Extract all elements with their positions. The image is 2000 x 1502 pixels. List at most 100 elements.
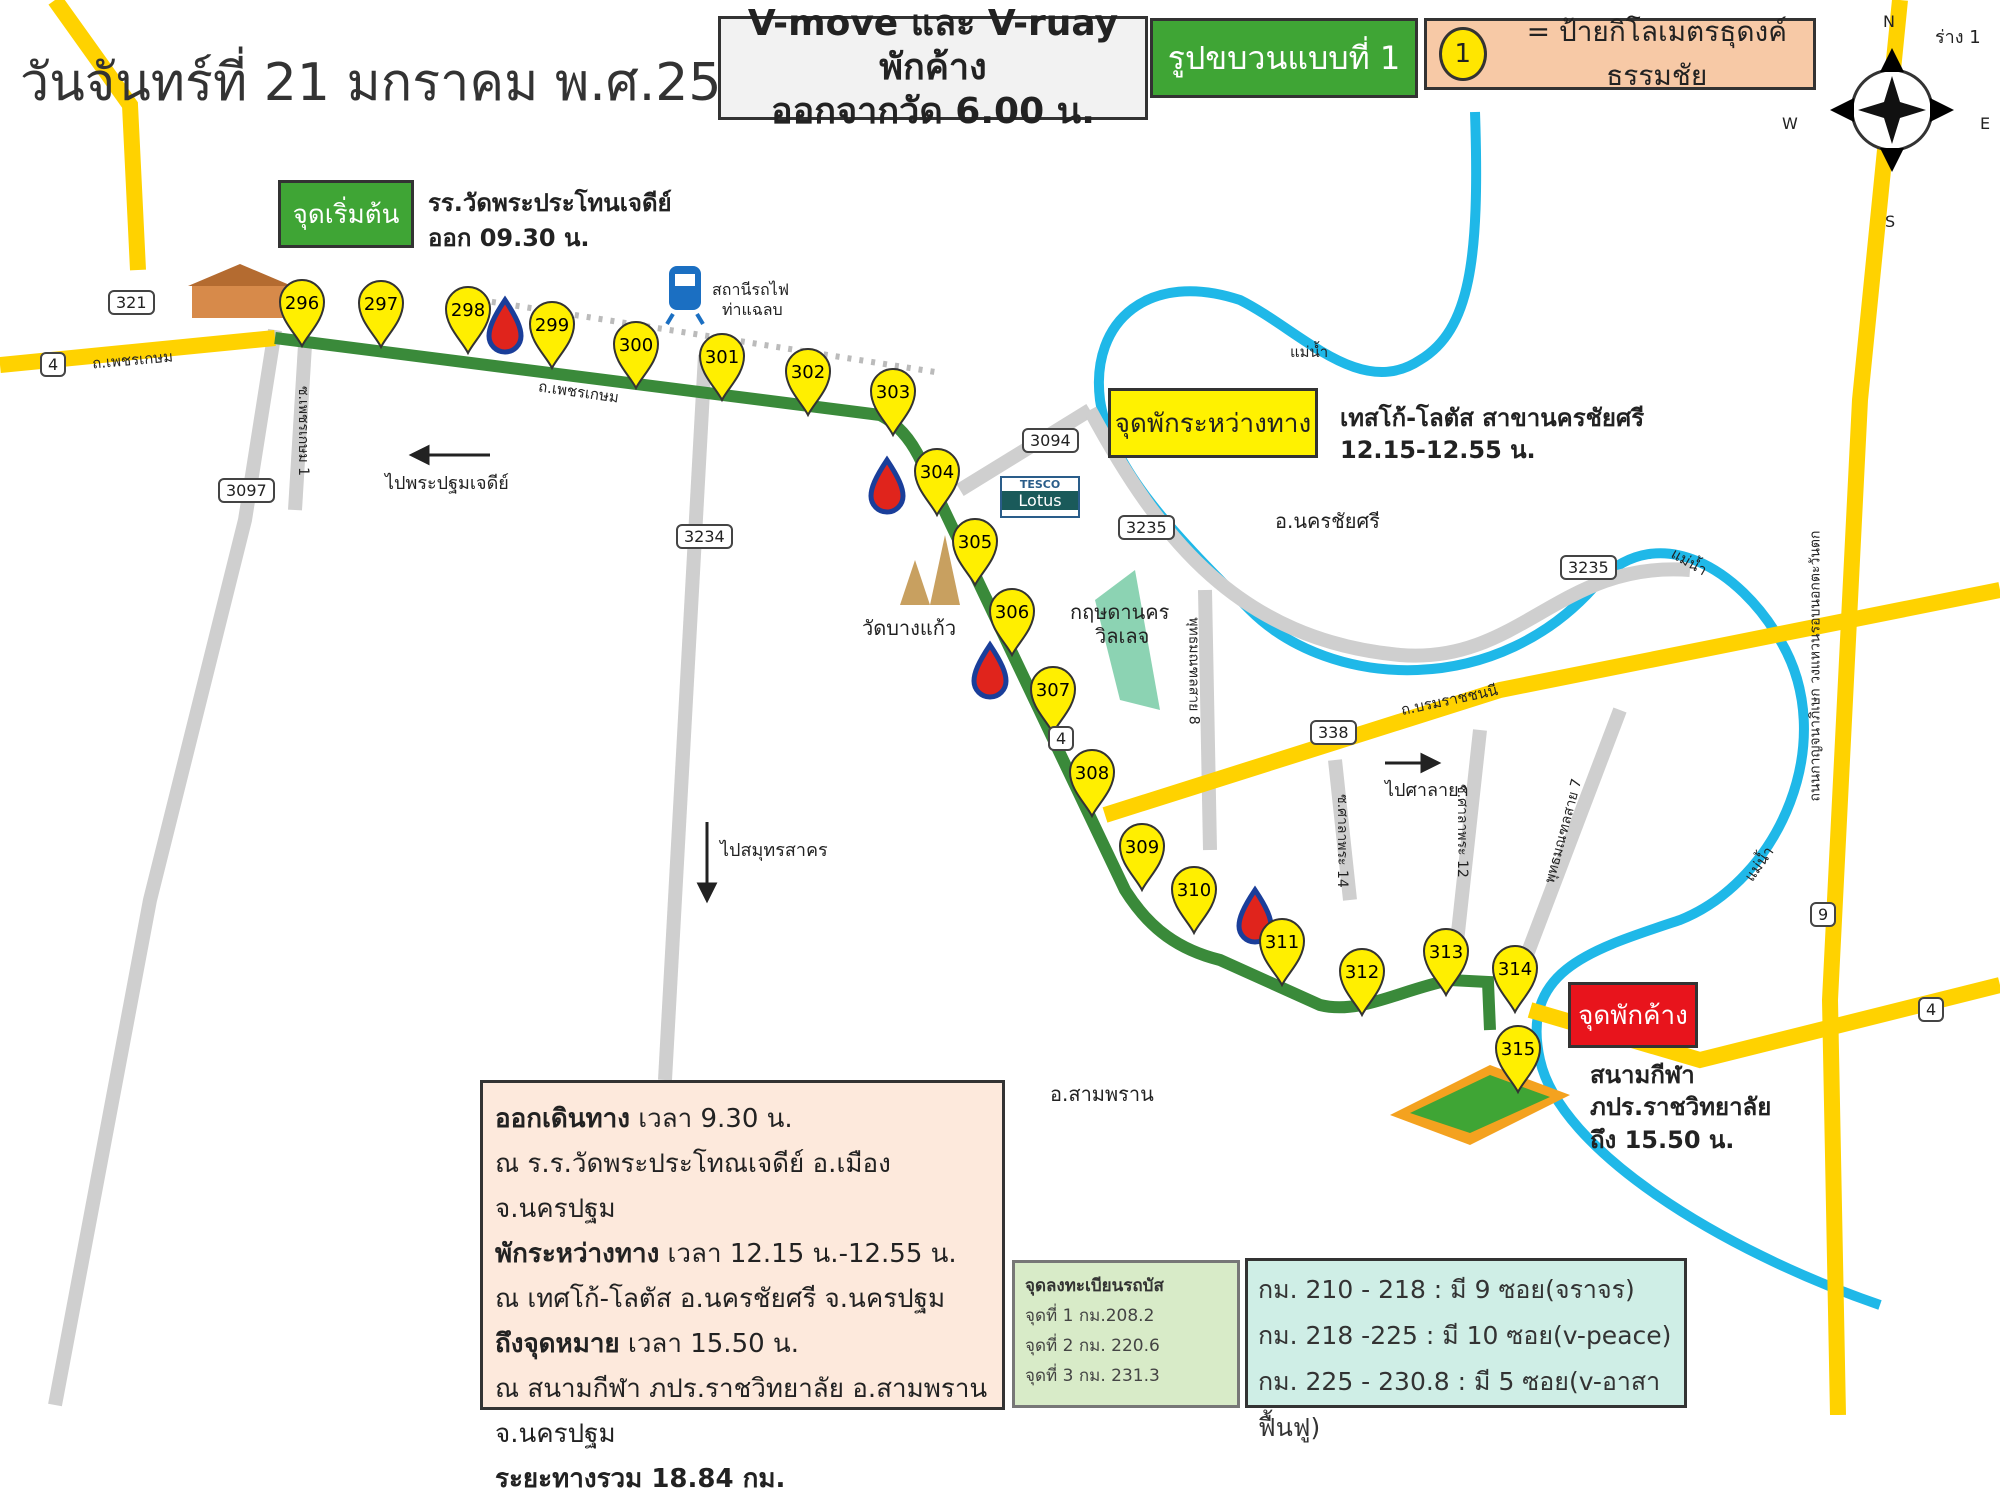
km-marker-label: 307 bbox=[1036, 680, 1070, 701]
gas-station-icon bbox=[868, 455, 906, 515]
km-marker: 305 bbox=[951, 518, 999, 588]
road-soi-phetkasem1 bbox=[288, 344, 312, 511]
km-marker-label: 311 bbox=[1265, 932, 1299, 953]
km-marker-label: 306 bbox=[995, 602, 1029, 623]
park-area bbox=[1095, 570, 1160, 710]
km-marker: 308 bbox=[1068, 749, 1116, 819]
road-3234 bbox=[658, 354, 712, 1081]
road-soi12 bbox=[1448, 729, 1487, 961]
info-rest-time: เวลา 12.15 น.-12.55 น. bbox=[659, 1239, 957, 1269]
km-marker-label: 310 bbox=[1177, 880, 1211, 901]
gas-station-icons bbox=[486, 295, 1274, 945]
railway-station-label: สถานีรถไฟ bbox=[712, 280, 790, 299]
km-marker-label: 303 bbox=[876, 382, 910, 403]
start-place: รร.วัดพระประโทนเจดีย์ bbox=[428, 189, 672, 217]
km-marker-label: 309 bbox=[1125, 837, 1159, 858]
road-soi14 bbox=[1328, 759, 1357, 901]
km-marker: 296 bbox=[278, 279, 326, 349]
km-marker-label: 300 bbox=[619, 335, 653, 356]
walking-route bbox=[274, 332, 1496, 1031]
direction-label: ไปสมุทรสาคร bbox=[720, 840, 828, 861]
info-depart-time: เวลา 9.30 น. bbox=[629, 1104, 793, 1134]
km-marker: 302 bbox=[784, 348, 832, 418]
info-total-distance: ระยะทางรวม 18.84 กม. bbox=[495, 1464, 786, 1494]
info-arrive-label: ถึงจุดหมาย bbox=[495, 1329, 620, 1359]
soi-row: กม. 225 - 230.8 : มี 5 ซอย(v-อาสาฟื้นฟู) bbox=[1258, 1367, 1661, 1442]
info-depart-place: ณ ร.ร.วัดพระประโทณเจดีย์ อ.เมือง จ.นครปฐ… bbox=[495, 1149, 891, 1224]
marker-legend-icon: 1 bbox=[1439, 27, 1487, 81]
km-marker: 313 bbox=[1422, 928, 1470, 998]
km-marker-label: 305 bbox=[958, 532, 992, 553]
info-rest-label: พักระหว่างทาง bbox=[495, 1239, 660, 1269]
school-icon bbox=[188, 264, 292, 318]
direction-label: ไปพระปฐมเจดีย์ bbox=[385, 473, 509, 494]
soi-row: กม. 210 - 218 : มี 9 ซอย(จราจร) bbox=[1258, 1275, 1635, 1304]
registration-title: จุดลงทะเบียนรถบัส bbox=[1025, 1276, 1164, 1296]
formation-label: รูปขบวนแบบที่ 1 bbox=[1150, 18, 1418, 98]
overnight-note: V-move และ V-ruay พักค้าง ออกจากวัด 6.00… bbox=[718, 3, 1148, 132]
road-shield: 321 bbox=[108, 290, 155, 315]
rest-place: เทสโก้-โลตัส สาขานครชัยศรี bbox=[1340, 404, 1645, 432]
road-label: ซ.เพชรเกษม 1 bbox=[295, 385, 312, 477]
compass-s: S bbox=[1885, 212, 1896, 231]
end-time: ถึง 15.50 น. bbox=[1590, 1126, 1735, 1154]
road-shield: 4 bbox=[1918, 997, 1945, 1022]
km-markers: 296 297 298 299 300 301 302 303 304 305 306 307 308 3… bbox=[278, 279, 1542, 1095]
compass-icon bbox=[1830, 48, 1954, 172]
info-arrive-time: เวลา 15.50 น. bbox=[619, 1329, 799, 1359]
direction-label: ไปศาลายา bbox=[1385, 780, 1469, 801]
overnight-line2: ออกจากวัด 6.00 น. bbox=[771, 91, 1095, 132]
km-marker-label: 301 bbox=[705, 347, 739, 368]
train-icon bbox=[665, 266, 705, 326]
soi-assignment-box: กม. 210 - 218 : มี 9 ซอย(จราจร) กม. 218 … bbox=[1245, 1258, 1687, 1442]
end-callout: จุดพักค้าง bbox=[1568, 982, 1698, 1048]
road-338 bbox=[1102, 582, 2000, 823]
km-marker: 298 bbox=[444, 286, 492, 356]
road-shield: 3234 bbox=[676, 524, 733, 549]
km-marker: 307 bbox=[1029, 666, 1077, 736]
road-3097 bbox=[48, 328, 282, 1407]
rest-time: 12.15-12.55 น. bbox=[1340, 436, 1536, 464]
soi-row: กม. 218 -225 : มี 10 ซอย(v-peace) bbox=[1258, 1321, 1672, 1350]
km-marker: 312 bbox=[1338, 948, 1386, 1018]
km-marker: 300 bbox=[612, 321, 660, 391]
km-marker: 306 bbox=[988, 588, 1036, 658]
km-marker-label: 298 bbox=[451, 300, 485, 321]
trip-info-box: ออกเดินทาง เวลา 9.30 น. ณ ร.ร.วัดพระประโ… bbox=[480, 1080, 1005, 1494]
temple-icon bbox=[900, 535, 960, 605]
gas-station-icon bbox=[971, 640, 1009, 700]
compass-e: E bbox=[1980, 114, 1991, 133]
lotus-text: Lotus bbox=[1002, 491, 1078, 510]
km-marker: 311 bbox=[1258, 918, 1306, 988]
km-marker-label: 312 bbox=[1345, 962, 1379, 983]
km-marker-label: 304 bbox=[920, 462, 954, 483]
overnight-line1: V-move และ V-ruay พักค้าง bbox=[747, 3, 1119, 88]
km-marker: 303 bbox=[869, 368, 917, 438]
road-shield: 3094 bbox=[1022, 428, 1079, 453]
road-shield: 9 bbox=[1810, 902, 1837, 927]
road-label: ซ.ศาลาพระ 14 bbox=[1333, 794, 1350, 888]
registration-point: จุดที่ 2 กม. 220.6 bbox=[1025, 1336, 1160, 1356]
road-shield: 3235 bbox=[1560, 555, 1617, 580]
road-soi7 bbox=[1518, 707, 1627, 963]
date-title: วันจันทร์ที่ 21 มกราคม พ.ศ.2556 bbox=[20, 53, 788, 113]
info-depart-label: ออกเดินทาง bbox=[495, 1104, 630, 1134]
info-rest-place: ณ เทศโก้-โลตัส อ.นครชัยศรี จ.นครปฐม bbox=[495, 1284, 946, 1314]
km-marker-label: 297 bbox=[364, 294, 398, 315]
info-arrive-place: ณ สนามกีฬา ภปร.ราชวิทยาลัย อ.สามพราน จ.น… bbox=[495, 1374, 988, 1449]
stadium-icon bbox=[1390, 1065, 1570, 1145]
km-marker: 301 bbox=[698, 333, 746, 403]
road-shield: 3235 bbox=[1118, 515, 1175, 540]
km-marker-label: 315 bbox=[1501, 1039, 1535, 1060]
road-9 bbox=[1821, 0, 1908, 1415]
km-marker: 299 bbox=[528, 301, 576, 371]
km-marker-label: 296 bbox=[285, 293, 319, 314]
road-shield: 3097 bbox=[218, 478, 275, 503]
rest-callout: จุดพักระหว่างทาง bbox=[1108, 388, 1318, 458]
draft-label: ร่าง 1 bbox=[1935, 27, 1981, 48]
km-marker: 309 bbox=[1118, 823, 1166, 893]
registration-point: จุดที่ 3 กม. 231.3 bbox=[1025, 1366, 1160, 1386]
river-label: แม่น้ำ bbox=[1290, 343, 1329, 361]
km-marker: 310 bbox=[1170, 866, 1218, 936]
end-place2: ภปร.ราชวิทยาลัย bbox=[1590, 1093, 1772, 1121]
